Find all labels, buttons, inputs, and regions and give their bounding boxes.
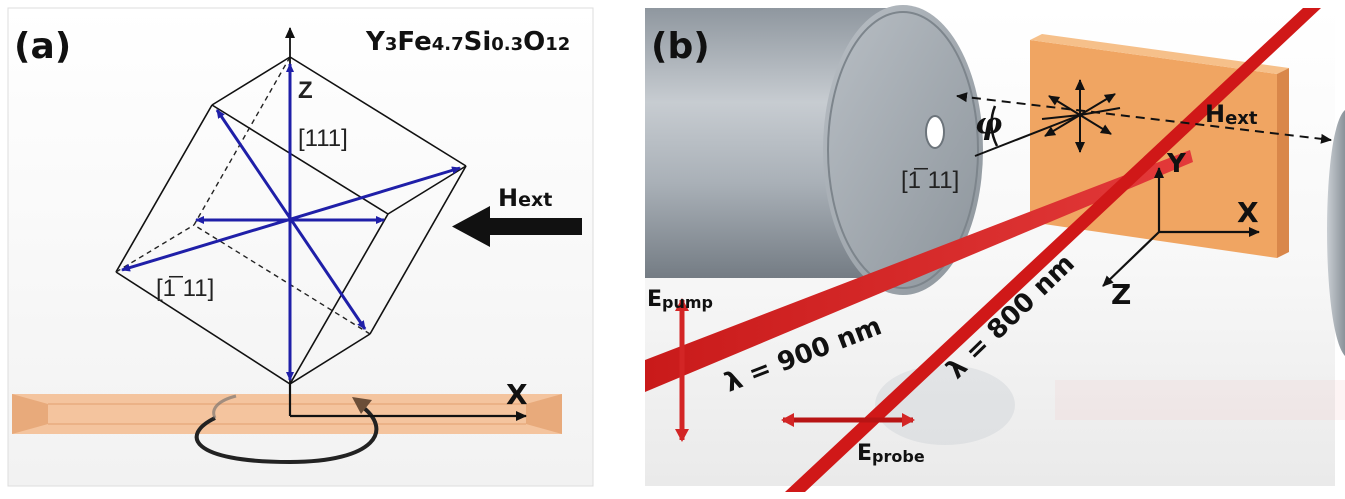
y-axis-label: Y	[1166, 149, 1187, 179]
z-axis-label: Z	[298, 77, 313, 104]
x-axis-label: X	[506, 378, 528, 411]
direction-111-label: [111]	[298, 125, 348, 152]
e-probe-label: Eprobe	[857, 441, 925, 466]
phi-arc	[990, 105, 999, 147]
chemical-formula: Y3Fe4.7Si0.3O12	[365, 27, 570, 57]
panel-b-label: (b)	[651, 26, 710, 67]
h-ext-label-b: Hext	[1205, 100, 1258, 129]
bar111-direction	[974, 114, 1081, 157]
h-ext-arrow	[452, 206, 582, 247]
crystal-axes	[121, 63, 461, 381]
xyz-frame	[1102, 167, 1260, 287]
z-axis-label-b: Z	[1111, 278, 1131, 311]
panel-a-svg: (a) Y3Fe4.7Si0.3O12 Z [111] [1̅ 11] Hext…	[7, 7, 594, 487]
phi-label: φ	[975, 107, 1002, 142]
pump-beam	[645, 150, 1193, 392]
panel-a: (a) Y3Fe4.7Si0.3O12 Z [111] [1̅ 11] Hext…	[0, 0, 600, 499]
panel-b-svg: (b) φ [1̅ 11] Hext Y X Z Epump Eprobe λ …	[645, 5, 1345, 492]
panel-b: (b) φ [1̅ 11] Hext Y X Z Epump Eprobe λ …	[645, 0, 1345, 499]
h-ext-label: Hext	[498, 184, 552, 212]
magnet-pole-left	[645, 5, 983, 295]
pole-hole	[925, 115, 945, 149]
rotation-arrow	[194, 394, 379, 465]
direction-bar111-label: [1̅ 11]	[156, 275, 214, 302]
e-pump-label: Epump	[647, 287, 713, 312]
bar111-label: [1̅ 11]	[901, 167, 959, 194]
x-axis-label-b: X	[1237, 196, 1259, 229]
panel-a-label: (a)	[14, 26, 71, 67]
magnet-pole-right	[1327, 110, 1345, 356]
h-ext-direction	[956, 92, 1332, 144]
sample-slab	[12, 394, 562, 434]
